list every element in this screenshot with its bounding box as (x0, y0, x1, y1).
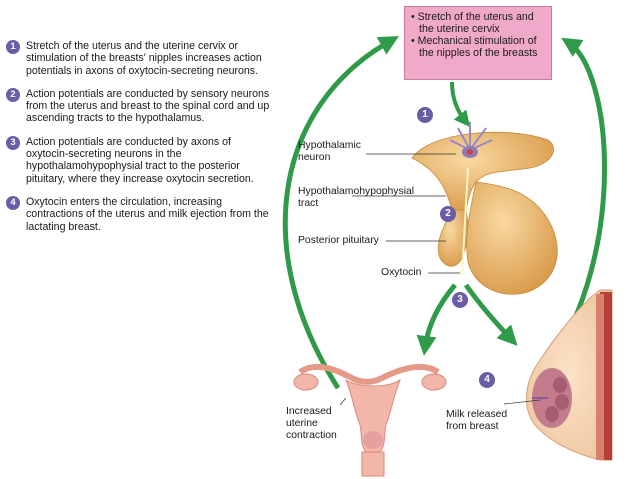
steps-list: 1 Stretch of the uterus and the uterine … (6, 40, 276, 233)
step-text-2: Action potentials are conducted by senso… (26, 87, 270, 125)
step-1: 1 Stretch of the uterus and the uterine … (6, 40, 276, 77)
diagram-number-3: 3 (452, 292, 468, 308)
step-number-2: 2 (6, 87, 20, 102)
stimulus-box: • Stretch of the uterus and the uterine … (404, 6, 552, 80)
breast-graphic (526, 289, 613, 461)
uterus-graphic (293, 364, 447, 477)
label-increased-uterine-contraction: Increased uterine contraction (286, 406, 337, 441)
step-4: 4 Oxytocin enters the circulation, incre… (6, 195, 276, 233)
step-2: 2 Action potentials are conducted by sen… (6, 87, 276, 125)
stimulus-line-1: • Stretch of the uterus and the uterine … (411, 11, 534, 35)
diagram-number-4: 4 (479, 372, 495, 388)
arrow-uterus-to-stimulus (282, 36, 399, 390)
diagram-number-1: 1 (417, 107, 433, 123)
diagram-number-2: 2 (440, 206, 456, 222)
label-oxytocin: Oxytocin (381, 267, 422, 278)
step-3: 3 Action potentials are conducted by axo… (6, 135, 276, 185)
arrow-oxytocin-to-breast (463, 283, 518, 346)
step-text-1: Stretch of the uterus and the uterine ce… (26, 40, 262, 77)
arrow-oxytocin-to-uterus (416, 283, 457, 356)
anterior-pituitary-shape (466, 181, 558, 295)
step-number-1: 1 (6, 40, 20, 54)
label-tract: Hypothalamohypophysial tract (298, 186, 415, 209)
label-posterior-pituitary: Posterior pituitary (298, 235, 379, 246)
label-milk-released: Milk released from breast (446, 409, 508, 432)
step-number-4: 4 (6, 195, 20, 210)
stimulus-line-2: • Mechanical stimulation of the nipples … (411, 35, 538, 59)
arrow-stimulus-to-neuron (450, 81, 470, 127)
neuron-graphic (449, 122, 493, 158)
step-number-3: 3 (6, 135, 20, 150)
label-hypothalamic-neuron: Hypothalamic neuron (298, 140, 361, 163)
step-text-3: Action potentials are conducted by axons… (26, 135, 254, 185)
step-text-4: Oxytocin enters the circulation, increas… (26, 195, 269, 233)
